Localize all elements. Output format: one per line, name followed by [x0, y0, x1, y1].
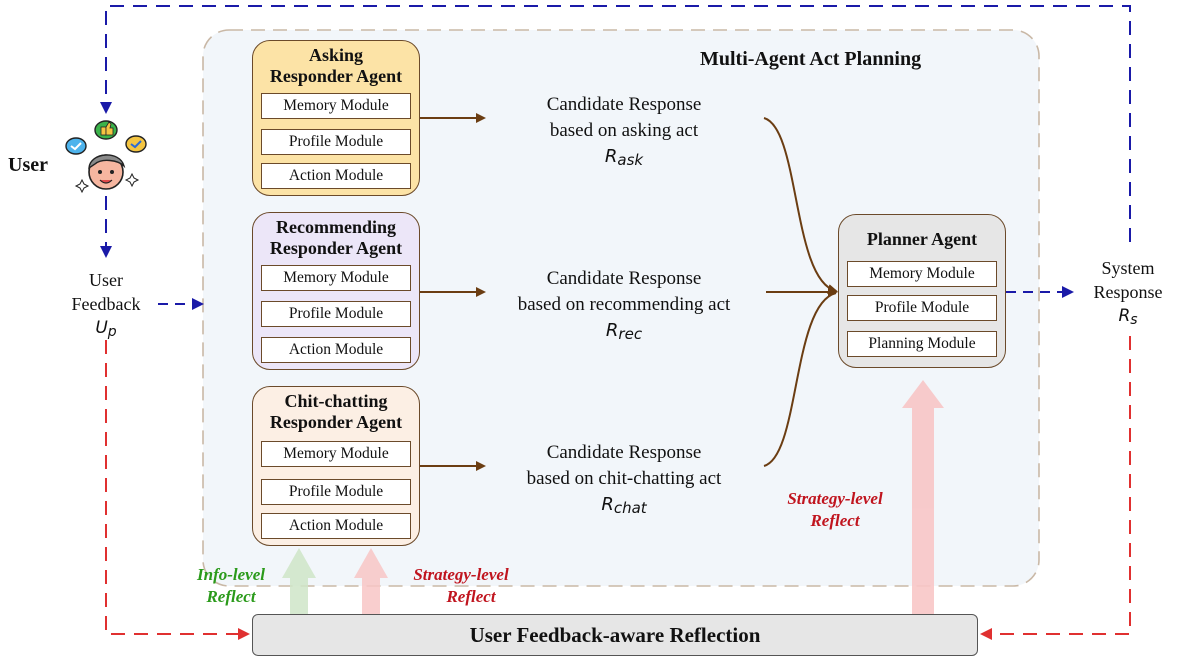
info-reflect-arrow: [282, 548, 316, 614]
user-feedback-aware-reflection: User Feedback-aware Reflection: [252, 614, 978, 656]
sparkle-icon: [74, 172, 140, 194]
system-response-label: System Response Rs: [1082, 256, 1174, 332]
candidate-response-ask: Candidate Response based on asking act R…: [546, 94, 702, 169]
user-avatar-icon: [65, 120, 147, 194]
system-response-line2: Response: [1093, 282, 1163, 302]
user-feedback-symbol: Up: [95, 318, 117, 340]
candidate-response-chat: Candidate Response based on chit-chattin…: [526, 442, 722, 517]
chit-action-module: Action Module: [261, 513, 411, 539]
panel-title: Multi-Agent Act Planning: [700, 48, 922, 70]
recommending-memory-module: Memory Module: [261, 265, 411, 291]
curve-ask: [763, 117, 838, 294]
chit-profile-module: Profile Module: [261, 479, 411, 505]
system-response-line1: System: [1101, 258, 1155, 278]
candidate-response-rec: Candidate Response based on recommending…: [517, 268, 731, 343]
user-label: User: [8, 154, 48, 176]
asking-profile-module: Profile Module: [261, 129, 411, 155]
check-bubble-icon: [65, 137, 87, 155]
chit-memory-module: Memory Module: [261, 441, 411, 467]
strategy-reflect-arrow-right: [902, 380, 944, 614]
curve-chat: [763, 292, 837, 467]
asking-memory-module: Memory Module: [261, 93, 411, 119]
strategy-reflect-arrow-left: [354, 548, 388, 614]
planner-agent: Planner Agent Memory Module Profile Modu…: [838, 214, 1006, 368]
red-loop-right: [980, 336, 1131, 640]
recommending-action-module: Action Module: [261, 337, 411, 363]
asking-action-module: Action Module: [261, 163, 411, 189]
planner-agent-title: Planner Agent: [866, 229, 978, 249]
recommending-profile-module: Profile Module: [261, 301, 411, 327]
planner-planning-module: Planning Module: [847, 331, 997, 357]
user-feedback-line2: Feedback: [71, 294, 141, 314]
user-feedback-label: User Feedback Up: [60, 268, 152, 344]
planner-memory-module: Memory Module: [847, 261, 997, 287]
thumbs-up-bubble-icon: [94, 120, 118, 140]
planner-profile-module: Profile Module: [847, 295, 997, 321]
user-feedback-line1: User: [89, 270, 123, 290]
check-bubble-icon-2: [125, 135, 147, 153]
system-response-symbol: Rs: [1118, 306, 1138, 328]
red-loop-left: [105, 340, 250, 640]
blue-loop-top: [100, 5, 1131, 242]
